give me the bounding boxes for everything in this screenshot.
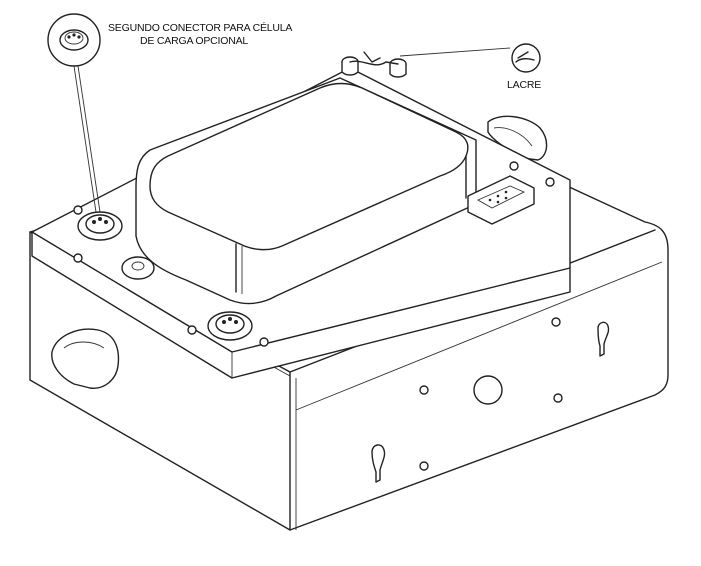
right-panel-features — [371, 317, 610, 483]
optional-load-cell-connector — [77, 211, 123, 241]
seal-wire — [341, 47, 511, 78]
load-cell-connector — [207, 311, 253, 341]
screws — [73, 161, 555, 347]
optional-connector-callout — [47, 13, 101, 213]
seal-label: LACRE — [507, 79, 542, 91]
second-connector-label-line1: SEGUNDO CONECTOR PARA CÉLULA — [108, 22, 293, 34]
battery-cover — [135, 77, 477, 305]
second-connector-label-line2: DE CARGA OPCIONAL — [140, 35, 249, 47]
serial-port — [467, 175, 535, 225]
front-knob — [51, 328, 120, 389]
round-fitting — [121, 256, 155, 280]
seal-detail-circle — [511, 43, 541, 73]
